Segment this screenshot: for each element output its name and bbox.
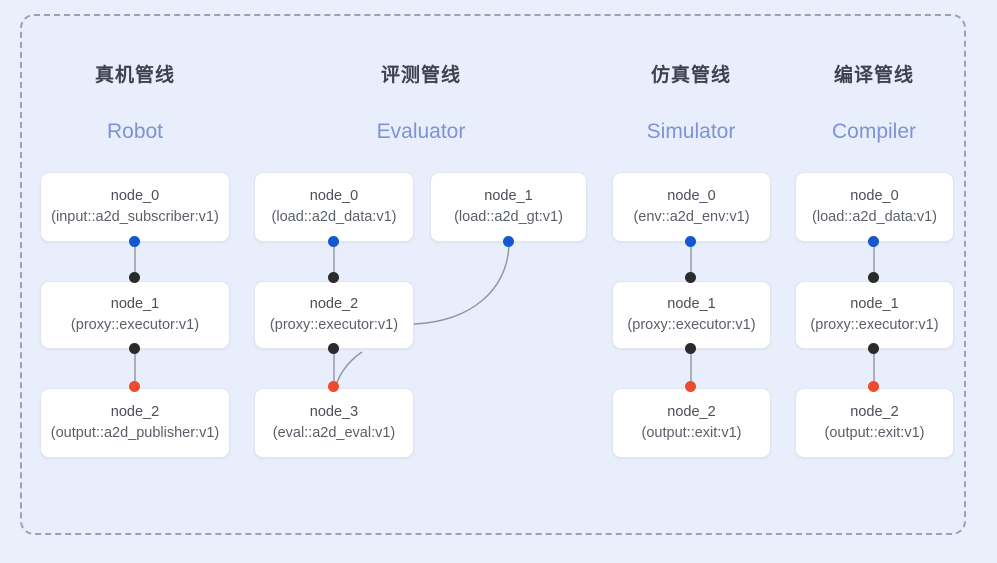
- node-robot-2[interactable]: node_2 (output::a2d_publisher:v1): [40, 388, 230, 458]
- node-label-type: (load::a2d_data:v1): [271, 209, 397, 225]
- node-evaluator-2[interactable]: node_2 (proxy::executor:v1): [254, 281, 414, 349]
- column-title-en-simulator: Simulator: [646, 120, 736, 143]
- node-simulator-1[interactable]: node_1 (proxy::executor:v1): [612, 281, 771, 349]
- port-output-simulator-1[interactable]: [685, 343, 696, 354]
- node-evaluator-1[interactable]: node_1 (load::a2d_gt:v1): [430, 172, 587, 242]
- node-label-name: node_1: [484, 187, 533, 204]
- port-input-robot-2[interactable]: [129, 381, 140, 392]
- node-evaluator-0[interactable]: node_0 (load::a2d_data:v1): [254, 172, 414, 242]
- node-robot-1[interactable]: node_1 (proxy::executor:v1): [40, 281, 230, 349]
- port-output-compiler-0[interactable]: [868, 236, 879, 247]
- column-title-en-evaluator: Evaluator: [376, 120, 466, 143]
- column-title-cn-evaluator: 评测管线: [380, 65, 461, 86]
- column-header-simulator: 仿真管线 Simulator: [561, 60, 821, 144]
- port-input-evaluator-3[interactable]: [328, 381, 339, 392]
- column-header-evaluator: 评测管线 Evaluator: [291, 60, 551, 144]
- column-title-en-robot: Robot: [106, 120, 164, 143]
- node-simulator-2[interactable]: node_2 (output::exit:v1): [612, 388, 771, 458]
- node-label-type: (output::exit:v1): [641, 425, 742, 441]
- port-output-simulator-0[interactable]: [685, 236, 696, 247]
- port-input-compiler-1[interactable]: [868, 272, 879, 283]
- node-evaluator-3[interactable]: node_3 (eval::a2d_eval:v1): [254, 388, 414, 458]
- node-label-name: node_0: [309, 187, 359, 204]
- node-label-name: node_2: [110, 403, 160, 420]
- port-output-compiler-1[interactable]: [868, 343, 879, 354]
- node-label-type: (proxy::executor:v1): [269, 317, 399, 333]
- port-output-evaluator-2[interactable]: [328, 343, 339, 354]
- node-label-name: node_2: [309, 295, 359, 312]
- port-input-robot-1[interactable]: [129, 272, 140, 283]
- node-label-name: node_0: [667, 187, 716, 204]
- node-simulator-0[interactable]: node_0 (env::a2d_env:v1): [612, 172, 771, 242]
- port-input-compiler-2[interactable]: [868, 381, 879, 392]
- node-label-type: (input::a2d_subscriber:v1): [51, 209, 219, 225]
- node-label-type: (proxy::executor:v1): [627, 317, 756, 333]
- node-compiler-2[interactable]: node_2 (output::exit:v1): [795, 388, 954, 458]
- node-label-name: node_1: [110, 295, 160, 312]
- node-label-name: node_0: [850, 187, 899, 204]
- node-label-name: node_2: [667, 403, 716, 420]
- node-label-type: (load::a2d_gt:v1): [454, 209, 563, 225]
- node-compiler-0[interactable]: node_0 (load::a2d_data:v1): [795, 172, 954, 242]
- node-label-type: (eval::a2d_eval:v1): [272, 425, 396, 441]
- column-title-cn-compiler: 编译管线: [833, 65, 914, 86]
- node-compiler-1[interactable]: node_1 (proxy::executor:v1): [795, 281, 954, 349]
- node-label-type: (proxy::executor:v1): [810, 317, 939, 333]
- node-robot-0[interactable]: node_0 (input::a2d_subscriber:v1): [40, 172, 230, 242]
- node-label-type: (output::a2d_publisher:v1): [50, 425, 220, 441]
- port-input-simulator-2[interactable]: [685, 381, 696, 392]
- port-output-evaluator-0[interactable]: [328, 236, 339, 247]
- column-header-compiler: 编译管线 Compiler: [744, 60, 997, 144]
- column-title-en-compiler: Compiler: [831, 120, 917, 143]
- column-title-cn-robot: 真机管线: [94, 65, 175, 86]
- node-label-name: node_2: [850, 403, 899, 420]
- node-label-name: node_0: [110, 187, 160, 204]
- port-output-evaluator-1[interactable]: [503, 236, 514, 247]
- port-input-simulator-1[interactable]: [685, 272, 696, 283]
- node-label-name: node_1: [850, 295, 899, 312]
- column-header-robot: 真机管线 Robot: [5, 60, 265, 144]
- node-label-type: (env::a2d_env:v1): [633, 209, 750, 225]
- node-label-name: node_3: [309, 403, 359, 420]
- port-output-robot-0[interactable]: [129, 236, 140, 247]
- node-label-type: (load::a2d_data:v1): [812, 209, 937, 225]
- column-title-cn-simulator: 仿真管线: [650, 65, 731, 86]
- node-label-type: (proxy::executor:v1): [70, 317, 200, 333]
- port-input-evaluator-2[interactable]: [328, 272, 339, 283]
- port-output-robot-1[interactable]: [129, 343, 140, 354]
- node-label-type: (output::exit:v1): [824, 425, 925, 441]
- node-label-name: node_1: [667, 295, 716, 312]
